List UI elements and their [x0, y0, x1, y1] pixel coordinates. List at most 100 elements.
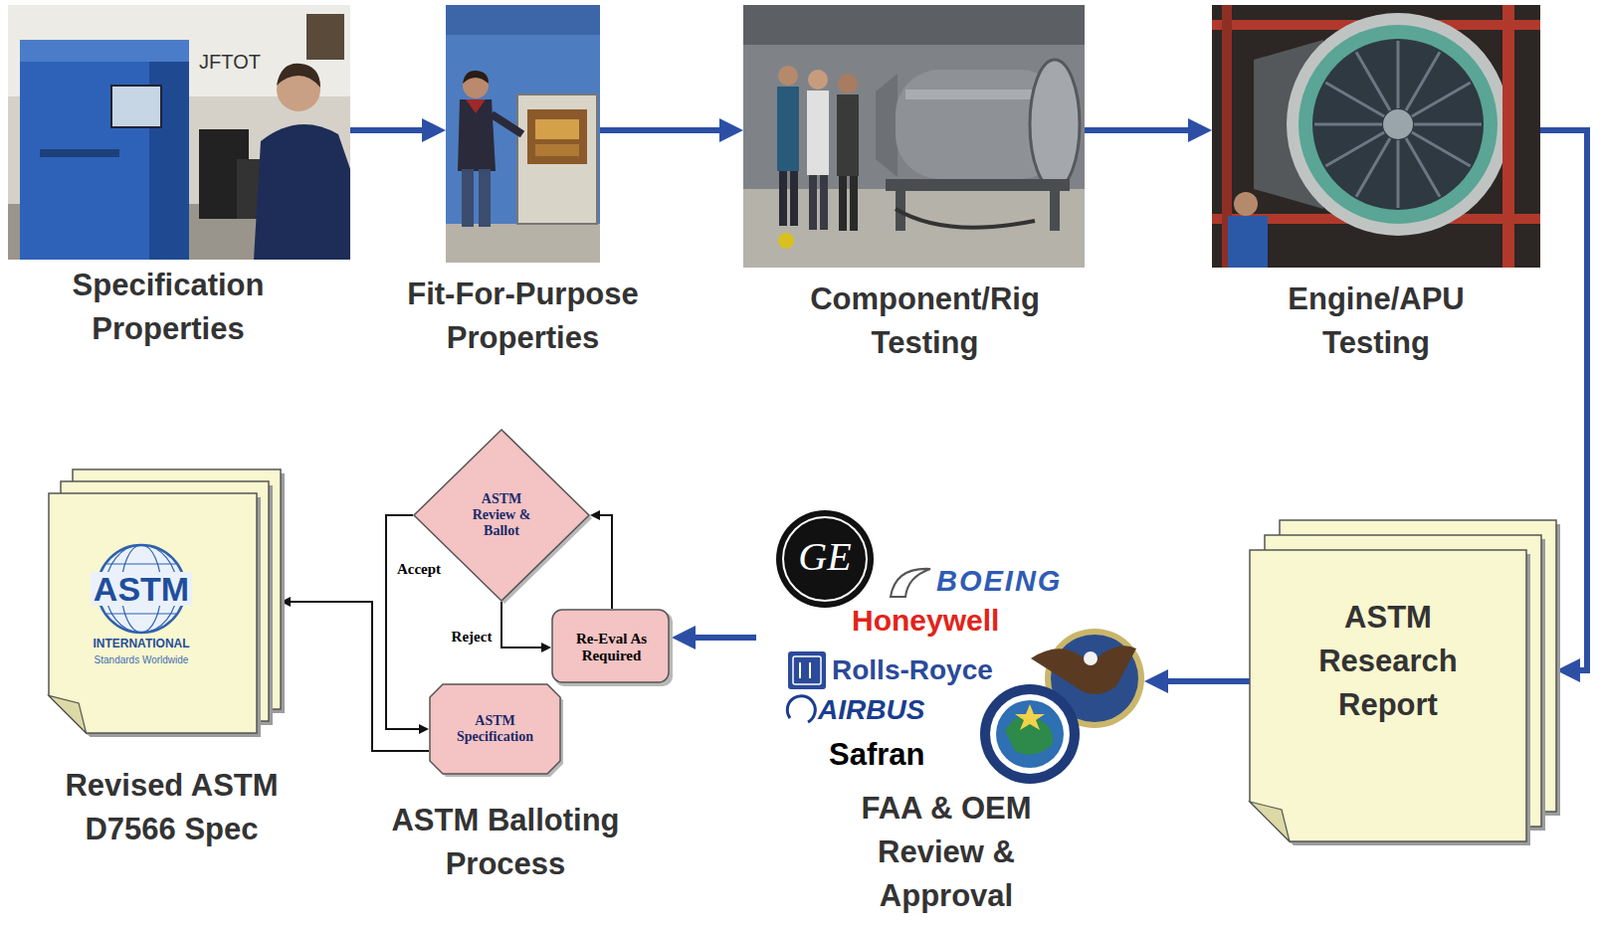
section-caption: ASTM Balloting Process — [381, 799, 630, 887]
rig-photo — [743, 4, 1085, 268]
process-box: Re-Eval As Required — [551, 608, 672, 686]
rolls-royce-badge — [793, 656, 821, 685]
airbus-swirl — [787, 696, 815, 723]
lab-photo — [491, 114, 523, 135]
engine-photo — [1502, 4, 1515, 268]
lab-photo — [445, 223, 600, 263]
rig-photo — [895, 208, 1035, 228]
rolls-royce-badge — [788, 651, 826, 690]
rig-photo — [1049, 191, 1060, 231]
engine-photo — [1298, 24, 1498, 224]
document-stack: ASTM Research Report — [1249, 520, 1557, 842]
flow-arrow — [600, 127, 732, 134]
ballot-arrow — [386, 515, 424, 730]
engine-photo — [1325, 132, 1385, 167]
document-page — [48, 493, 257, 734]
rig-photo — [885, 179, 1070, 192]
lab-photo — [19, 41, 152, 260]
logo-text: BOEING — [936, 566, 1062, 599]
lab-photo — [7, 4, 351, 260]
engine-photo — [1413, 123, 1482, 127]
box-text: ASTM Review & Ballot — [462, 491, 541, 540]
astm-globe — [105, 612, 178, 614]
rolls-royce-badge — [799, 662, 801, 679]
faa-seal — [980, 684, 1080, 785]
photo-stage: Fit-For-Purpose Properties — [445, 4, 600, 263]
engine-photo — [1411, 82, 1471, 117]
edge-label: Reject — [449, 628, 495, 646]
document-page — [1249, 550, 1527, 842]
box-text: ASTM Specification — [440, 713, 551, 746]
astm-globe — [105, 563, 178, 565]
astm-globe — [97, 545, 186, 633]
engine-photo — [1397, 40, 1400, 109]
engine-photo — [1356, 51, 1391, 111]
photo-stage: Engine/APU Testing — [1211, 4, 1541, 268]
boeing-swoosh — [890, 569, 931, 598]
rolls-royce-badge — [788, 651, 826, 690]
eagle-seal — [1083, 651, 1098, 666]
engine-photo — [1312, 38, 1484, 210]
decision-diamond: ASTM Review & Ballot — [412, 428, 591, 602]
boeing-swoosh — [890, 569, 931, 598]
lab-photo — [445, 4, 600, 35]
logo-group: FAA & OEM Review & Approval — [756, 512, 1145, 784]
page-fold — [48, 695, 87, 734]
page-fold — [1249, 801, 1290, 842]
logo-text: Safran — [828, 738, 925, 773]
lab-photo — [19, 39, 190, 62]
logo-text: AIRBUS — [817, 695, 925, 727]
logo-text: GE — [798, 535, 851, 580]
photo-label: JFTOT — [199, 50, 261, 73]
rig-photo — [837, 73, 858, 94]
rig-photo — [808, 175, 817, 230]
node-caption: Component/Rig Testing — [776, 277, 1075, 366]
rig-photo — [790, 171, 799, 226]
rig-photo — [743, 4, 1085, 268]
astm-globe — [97, 545, 186, 633]
ge-logo — [776, 510, 874, 608]
lab-photo — [445, 4, 600, 263]
lab-photo — [461, 169, 474, 227]
flow-arrow — [1084, 127, 1200, 134]
rig-photo — [838, 176, 847, 231]
lab-photo — [276, 63, 321, 88]
document-stack-outline — [1249, 520, 1557, 842]
faa-seal — [990, 694, 1070, 775]
lab-photo — [457, 99, 496, 172]
astm-globe — [121, 545, 162, 633]
box-outline — [429, 684, 561, 775]
node-caption: Specification Properties — [18, 263, 318, 352]
engine-photo — [1314, 123, 1383, 127]
rig-photo — [1029, 59, 1080, 190]
lab-photo — [253, 124, 351, 260]
logo-text: Honeywell — [851, 603, 1000, 637]
lab-photo — [527, 109, 588, 165]
ge-logo — [783, 517, 867, 601]
spec-box: ASTM Specification — [428, 683, 562, 776]
lab-photo — [39, 149, 120, 158]
lab-photo — [306, 13, 345, 60]
faa-seal — [980, 684, 1080, 785]
lab-photo — [111, 85, 162, 128]
astm-globe — [89, 537, 194, 641]
rig-photo — [778, 65, 799, 86]
ballot-arrow — [285, 601, 429, 752]
lab-photo — [7, 4, 351, 260]
engine-photo — [1397, 140, 1400, 208]
engine-photo — [1211, 4, 1541, 268]
node-caption: Fit-For-Purpose Properties — [384, 272, 663, 361]
ge-logo — [776, 510, 874, 608]
box-text: Re-Eval As Required — [571, 629, 653, 665]
rig-photo — [905, 89, 1045, 100]
rig-photo — [819, 175, 828, 230]
rig-photo — [836, 94, 859, 177]
rig-photo — [743, 4, 1085, 45]
faa-seal — [996, 700, 1064, 769]
eagle-seal — [1030, 645, 1137, 695]
lab-photo — [535, 119, 580, 140]
engine-photo — [1227, 215, 1268, 268]
airbus-swirl — [787, 696, 815, 723]
photo-stage: Specification Properties — [7, 4, 351, 260]
